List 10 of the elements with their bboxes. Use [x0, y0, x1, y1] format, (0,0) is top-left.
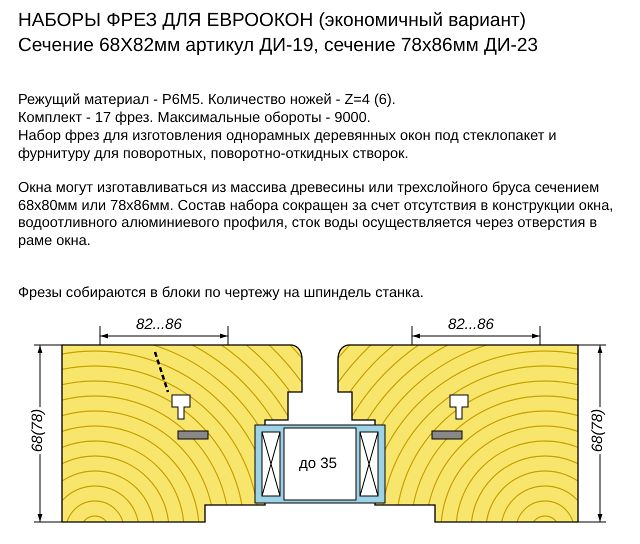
note-text: Комплект - 17 фрез. Максимальные обороты - 9000. [18, 110, 372, 128]
dimension-label: 68(78) [589, 406, 606, 454]
title: НАБОРЫ ФРЕЗ ДЛЯ ЕВРООКОН (экономичный вариант) [18, 10, 526, 32]
note-text: Режущий материал - Р6М5. Количество ножей - Z=4 (6). [18, 92, 397, 110]
dimension-label: до 35 [297, 455, 339, 472]
note-text: Окна могут изготавливаться из массива древесины или трехслойного бруса сечением 68х80мм или 78х86мм. Состав набора сокращен за счет отсутствия в конструкции окна, водоотливного алюминиевого профиля, сток воды осуществляется через отверстия в раме окна. [18, 180, 614, 250]
note-text: Набор фрез для изготовления однорамных деревянных окон под стеклопакет и фурнитуру для поворотных, поворотно-откидных створок. [18, 128, 558, 163]
note-text: Фрезы собираются в блоки по чертежу на шпиндель станка. [18, 285, 425, 302]
dimension-label: 68(78) [29, 406, 46, 454]
subtitle: Сечение 68Х82мм артикул ДИ-19, сечение 78х86мм ДИ-23 [18, 35, 538, 57]
